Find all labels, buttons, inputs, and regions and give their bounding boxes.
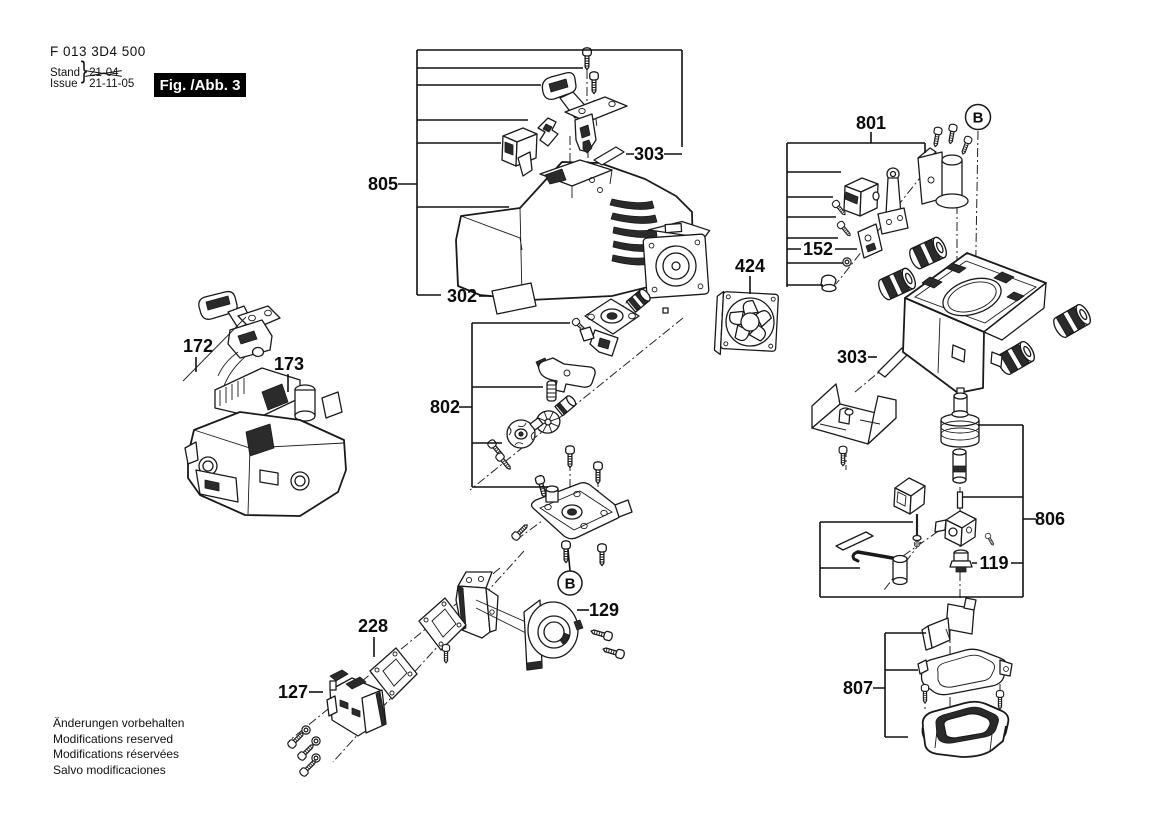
gasket-plate bbox=[418, 597, 467, 664]
base-housing bbox=[902, 252, 1047, 394]
view-marker-b-top: B bbox=[964, 103, 992, 131]
callout-228: 228 bbox=[358, 616, 388, 636]
channel-bracket bbox=[811, 383, 897, 467]
machine-assembly bbox=[182, 290, 347, 517]
callout-303-top: 303 bbox=[634, 144, 664, 164]
group-807 bbox=[917, 597, 1013, 758]
gasket-plate bbox=[369, 647, 418, 700]
sticker-303-top bbox=[593, 146, 625, 166]
callout-807: 807 bbox=[843, 678, 873, 698]
revision-brace: } bbox=[80, 56, 88, 85]
lever-arm bbox=[851, 550, 908, 586]
motor-mount-bracket bbox=[455, 571, 527, 639]
callout-802: 802 bbox=[430, 397, 460, 417]
callout-129: 129 bbox=[589, 600, 619, 620]
cooling-fan bbox=[713, 290, 779, 356]
note-fr: Modifications réservées bbox=[53, 747, 180, 761]
terminal-block bbox=[286, 669, 387, 778]
sticker-strip-806 bbox=[835, 531, 874, 551]
nut bbox=[842, 257, 852, 267]
small-clip bbox=[537, 117, 559, 147]
tension-lever bbox=[535, 357, 596, 393]
callout-leaders bbox=[195, 49, 1036, 738]
link-arm bbox=[877, 167, 909, 235]
housing-screws bbox=[582, 47, 599, 95]
callout-806: 806 bbox=[1035, 509, 1065, 529]
spring bbox=[546, 380, 557, 402]
callout-labels: 805 303 302 802 172 173 424 801 152 303 … bbox=[183, 103, 1065, 702]
spindle-parts bbox=[851, 387, 996, 586]
callout-801: 801 bbox=[856, 113, 886, 133]
view-marker-b-centre: B bbox=[557, 570, 583, 596]
fitting-119 bbox=[949, 549, 973, 573]
motor-coupling bbox=[625, 288, 651, 313]
star-knob bbox=[506, 417, 544, 449]
switch-block bbox=[501, 127, 538, 177]
switch-group-801 bbox=[820, 123, 974, 293]
blower-housing bbox=[523, 599, 626, 671]
trigger-lever-assembly bbox=[541, 71, 628, 154]
document-number: F 013 3D4 500 bbox=[50, 44, 146, 59]
view-marker-b-label: B bbox=[973, 110, 984, 127]
rubber-roller bbox=[906, 234, 950, 272]
ribbed-pulley bbox=[940, 410, 980, 448]
callout-119: 119 bbox=[979, 553, 1008, 573]
gear-flange bbox=[570, 298, 640, 357]
cap-button bbox=[820, 274, 837, 293]
housing-cover bbox=[455, 159, 694, 301]
revision-block: Stand Issue } 21-04 21-11-05 bbox=[50, 56, 135, 90]
clip-bracket bbox=[921, 597, 977, 651]
figure-number-badge: Fig. /Abb. 3 bbox=[154, 73, 246, 97]
callout-424: 424 bbox=[735, 256, 765, 276]
issue-date: 21-11-05 bbox=[89, 78, 135, 90]
callout-127: 127 bbox=[278, 682, 308, 702]
modification-notes: Änderungen vorbehalten Modifications res… bbox=[53, 716, 184, 778]
brush-holder bbox=[917, 147, 969, 209]
rubber-roller bbox=[1050, 301, 1094, 341]
note-en: Modifications reserved bbox=[53, 731, 174, 746]
sticker-302 bbox=[491, 282, 537, 315]
small-roller bbox=[554, 395, 577, 417]
small-pin bbox=[662, 307, 669, 314]
stepper-motor bbox=[642, 220, 711, 299]
callout-172: 172 bbox=[183, 336, 213, 356]
callout-152: 152 bbox=[803, 239, 833, 259]
callout-173: 173 bbox=[274, 354, 304, 374]
micro-switch bbox=[843, 177, 880, 217]
callout-805: 805 bbox=[368, 174, 398, 194]
issue-label: Issue bbox=[50, 78, 78, 90]
view-marker-b-label: B bbox=[565, 576, 576, 593]
mounting-plate bbox=[510, 445, 633, 567]
note-es: Salvo modificaciones bbox=[53, 762, 166, 777]
old-revision-date: 21-04 bbox=[89, 67, 119, 79]
plate-152 bbox=[857, 223, 883, 259]
stand-label: Stand bbox=[50, 67, 81, 79]
cube-block bbox=[893, 477, 926, 515]
bearing-block bbox=[934, 510, 977, 547]
fan-blades bbox=[728, 299, 772, 342]
note-de: Änderungen vorbehalten bbox=[53, 716, 185, 730]
rubber-boot bbox=[921, 700, 1010, 758]
screw bbox=[494, 451, 514, 473]
callout-302: 302 bbox=[447, 286, 477, 306]
callout-303-right: 303 bbox=[837, 347, 867, 367]
gasket-frame bbox=[917, 648, 1013, 696]
pin-screw bbox=[912, 514, 922, 548]
